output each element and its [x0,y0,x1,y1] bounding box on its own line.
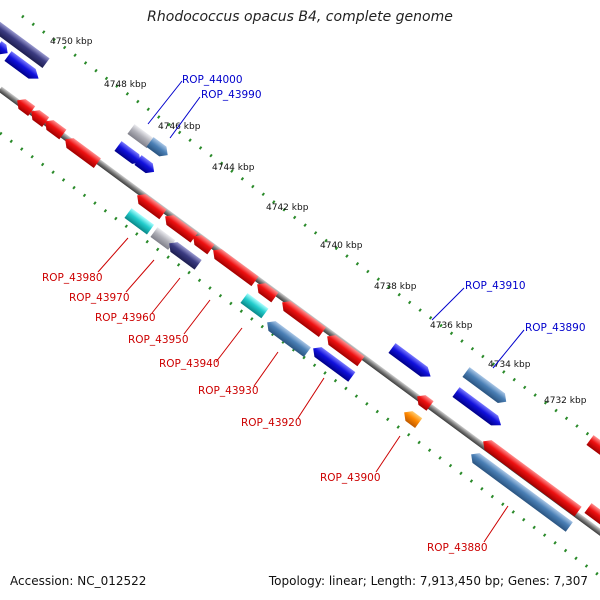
gene-reverse [417,395,434,411]
gene-reverse [45,120,67,140]
tick-label: 4742 kbp [266,203,309,213]
gene-reverse [313,347,356,382]
gene-label: ROP_43920 [241,417,302,429]
gene-forward [586,435,600,457]
gene-reverse [150,227,176,250]
gene-label: ROP_44000 [182,74,243,86]
forward-gene-labels: ROP_44000 ROP_43990 ROP_43910 ROP_43890 [182,74,586,334]
gene-label: ROP_43990 [201,89,262,101]
forward-label-leaders [147,80,525,369]
gene-reverse [404,411,423,428]
gene-label: ROP_43980 [42,272,103,284]
gene-forward [0,41,8,55]
gene-forward [0,21,50,69]
gene-forward [114,141,141,164]
gene-reverse [327,335,365,367]
tick-label: 4732 kbp [544,396,587,406]
gene-reverse [193,235,215,255]
gene-reverse [137,194,167,220]
gene-label: ROP_43970 [69,292,130,304]
gene-forward [584,503,600,525]
gene-label: ROP_43900 [320,472,381,484]
tick-label: 4744 kbp [212,163,255,173]
gene-forward [134,155,155,174]
gene-reverse [65,138,101,169]
tick-label: 4750 kbp [50,37,93,47]
gene-forward [127,124,154,149]
tick-label: 4736 kbp [430,321,473,331]
accession-text: Accession: NC_012522 [10,574,147,588]
gene-label: ROP_43950 [128,334,189,346]
gene-forward [452,387,502,426]
tick-label: 4748 kbp [104,80,147,90]
gene-label: ROP_43910 [465,280,526,292]
gene-reverse [213,249,259,287]
gene-label: ROP_43930 [198,385,259,397]
gene-reverse [31,110,50,127]
gene-reverse [240,293,269,319]
gene-label: ROP_43940 [159,358,220,370]
reverse-label-leaders [97,237,509,543]
map-title: Rhodococcus opacus B4, complete genome [147,9,453,25]
dotted-track-lower [0,131,600,578]
gene-reverse [267,321,311,357]
gene-reverse [257,283,279,303]
gene-label: ROP_43880 [427,542,488,554]
gene-forward [388,343,431,377]
tick-label: 4738 kbp [374,282,417,292]
gene-reverse [169,242,202,270]
genome-summary-text: Topology: linear; Length: 7,913,450 bp; … [268,574,588,588]
gene-reverse [17,99,36,116]
gene-reverse [483,440,582,517]
gene-reverse [471,453,573,532]
tick-label: 4740 kbp [320,241,363,251]
dotted-track-upper [21,14,600,445]
tick-label: 4746 kbp [158,122,201,132]
gene-reverse [124,208,155,235]
tick-label: 4734 kbp [488,360,531,370]
gene-label: ROP_43960 [95,312,156,324]
tick-labels: 4750 kbp 4748 kbp 4746 kbp 4744 kbp 4742… [50,37,587,406]
gene-forward [4,51,39,79]
gene-forward [462,367,507,403]
gene-forward [146,137,168,157]
gene-reverse [165,215,198,243]
gene-reverse [282,301,326,337]
reverse-gene-labels: ROP_43980 ROP_43970 ROP_43960 ROP_43950 … [42,272,488,554]
gene-label: ROP_43890 [525,322,586,334]
